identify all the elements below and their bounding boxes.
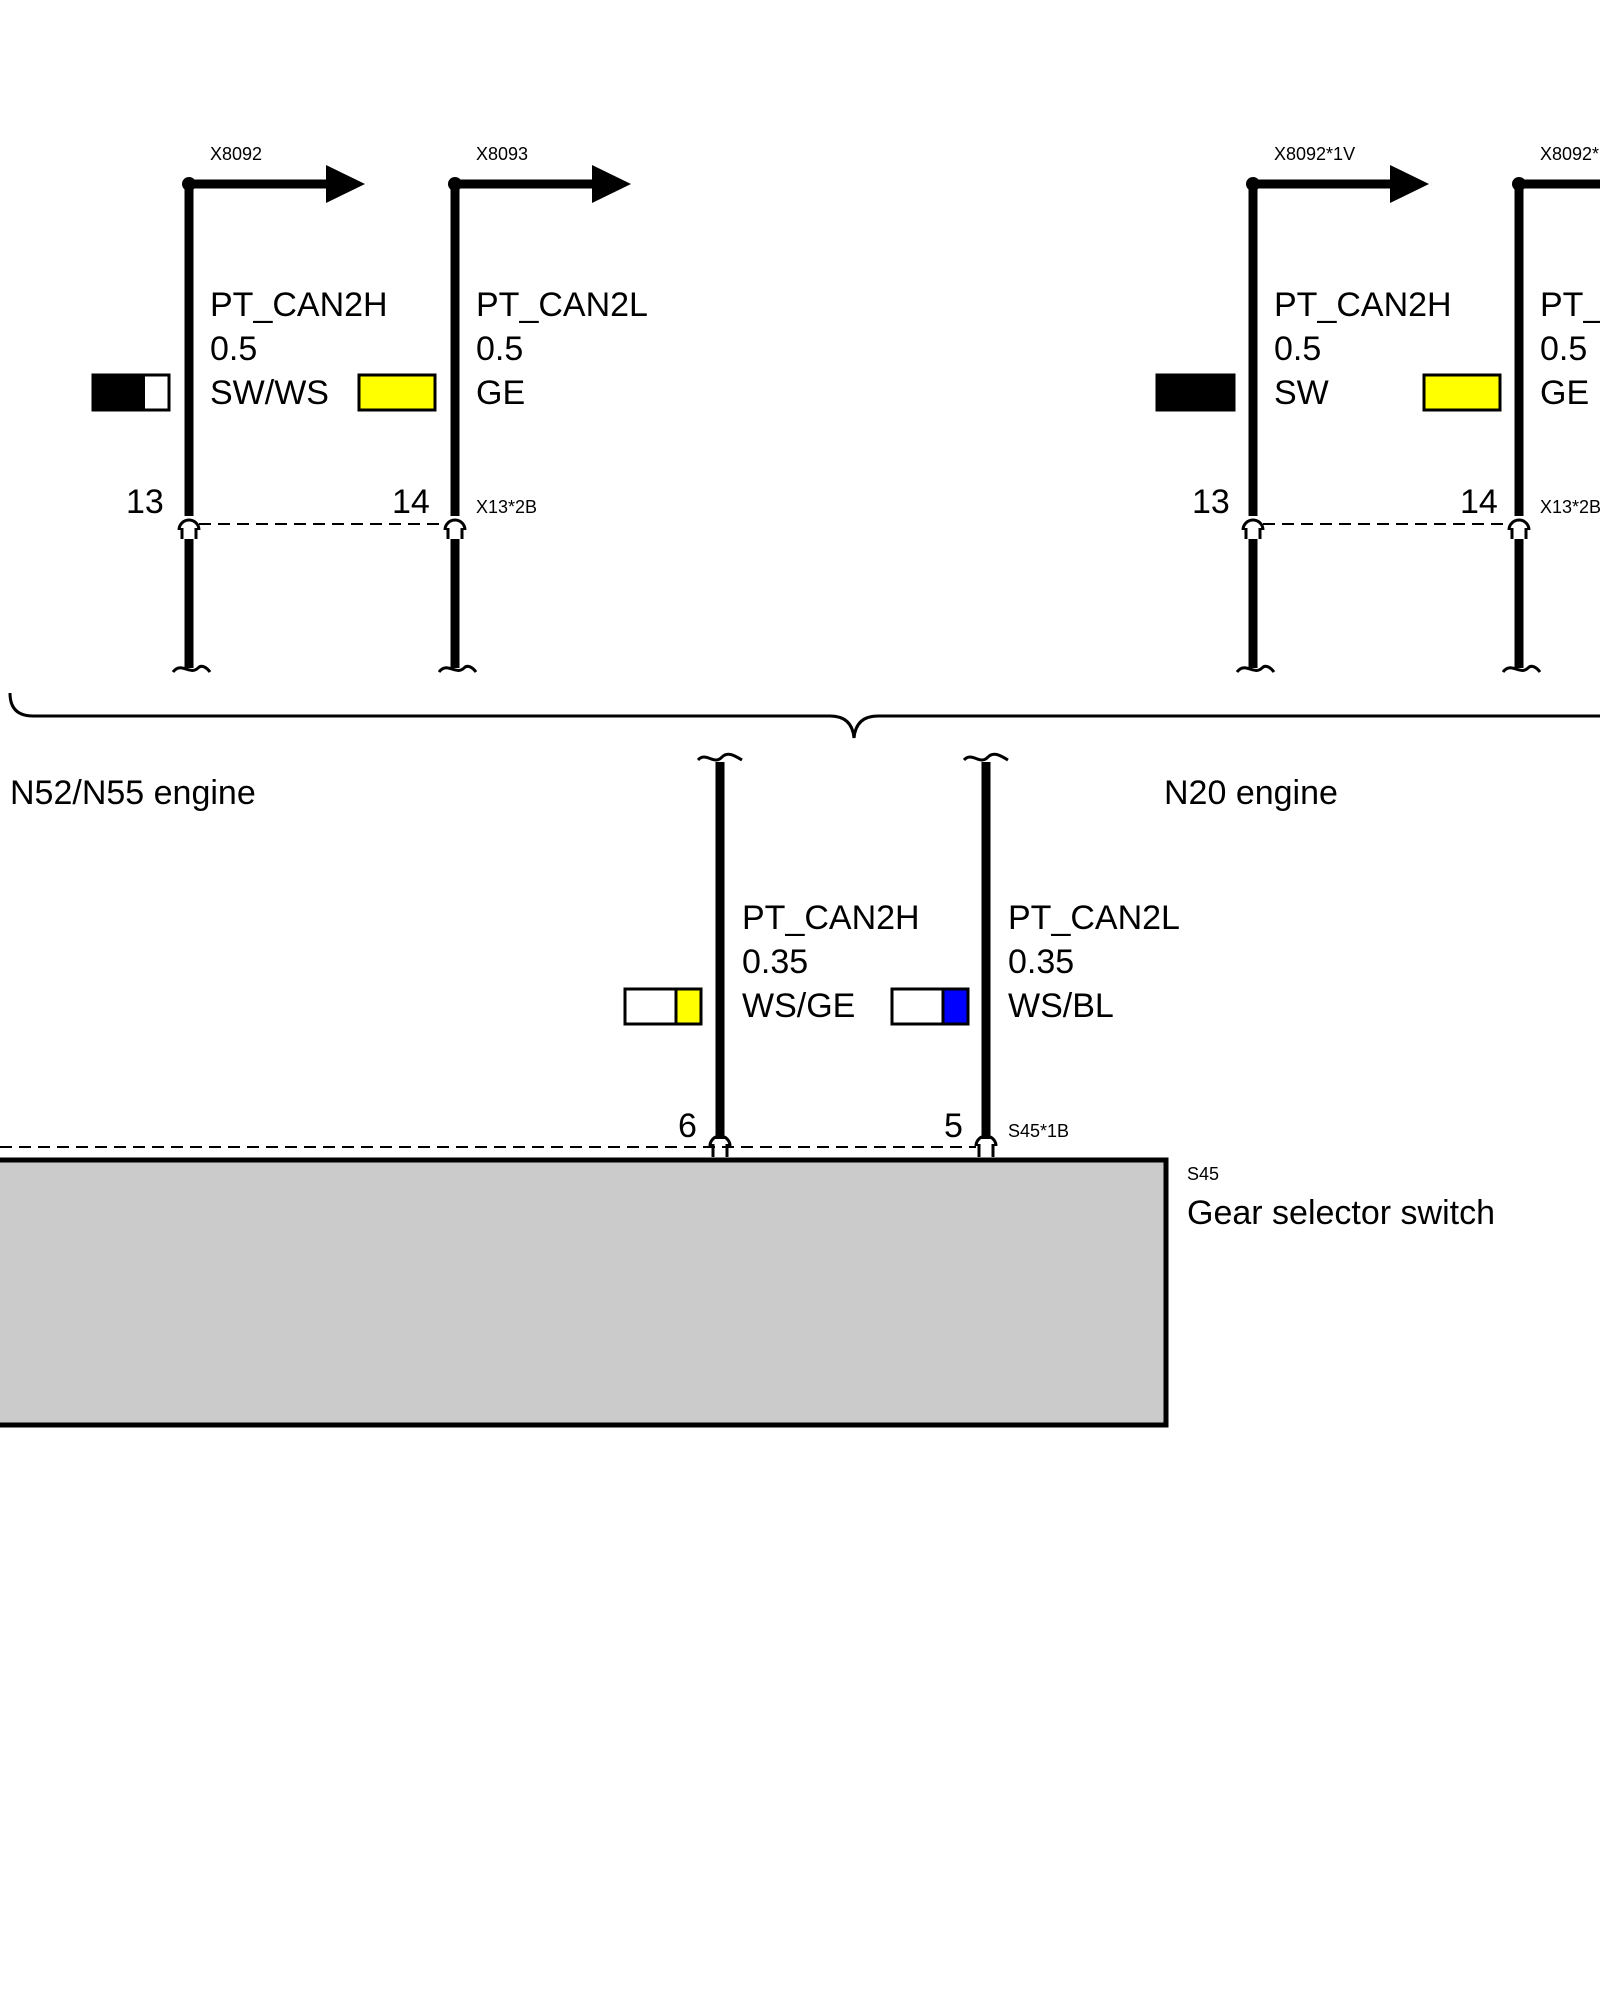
wire-size: 0.5 [1274, 330, 1321, 368]
arrow-right-icon [326, 165, 365, 203]
connector-label: X8092 [210, 144, 262, 164]
plug-label: X13*2B [1540, 497, 1600, 517]
signal-name: PT_CAN2L [1008, 899, 1180, 937]
pin-symbol [708, 1134, 732, 1147]
arrow-right-icon [1390, 165, 1429, 203]
component-name: Gear selector switch [1187, 1194, 1495, 1232]
pin-symbol [1507, 518, 1531, 531]
variant-brace [8, 692, 1600, 739]
wire-break-symbol [1501, 664, 1542, 674]
wire-size: 0.5 [210, 330, 257, 368]
wire-break-symbol [1235, 664, 1276, 674]
wire-size: 0.5 [1540, 330, 1587, 368]
pin-number: 5 [944, 1107, 963, 1145]
arrow-right-icon [592, 165, 631, 203]
pin-number: 13 [1192, 483, 1230, 521]
wire-break-symbol [437, 664, 478, 674]
wire-size: 0.5 [476, 330, 523, 368]
pin-number: 6 [678, 1107, 697, 1145]
component-code: S45 [1187, 1164, 1219, 1184]
wire-group-n52-can2l: X8093 PT_CAN2L 0.5 GE 14 X13*2B [357, 144, 648, 674]
pin-symbol [443, 518, 467, 531]
signal-name: PT_CAN2L [476, 286, 648, 324]
pin-symbol [1241, 518, 1265, 531]
wire-size: 0.35 [742, 943, 808, 981]
signal-name: PT_CAN2H [742, 899, 920, 937]
pin-symbol [177, 518, 201, 531]
wire-color-code: GE [1540, 374, 1589, 412]
pin-symbol [974, 1134, 998, 1147]
gear-selector-switch-component [0, 1157, 1169, 1428]
connector-label: X8092*1V [1274, 144, 1355, 164]
connector-label: X8092* [1540, 144, 1599, 164]
wire-color-code: WS/GE [742, 987, 855, 1025]
wire-group-s45-can2h: PT_CAN2H 0.35 WS/GE 6 [623, 752, 920, 1157]
wire-group-n20-can2h: X8092*1V PT_CAN2H 0.5 SW 13 [1155, 144, 1452, 674]
wire-break-symbol [696, 752, 743, 762]
connector-label: X8093 [476, 144, 528, 164]
wire-color-swatch [1155, 373, 1236, 412]
wire-color-swatch [1422, 373, 1502, 412]
signal-name: PT_CAN2H [210, 286, 388, 324]
wire-size: 0.35 [1008, 943, 1074, 981]
wire-color-swatch [890, 987, 970, 1026]
signal-name: PT_CAN2H [1274, 286, 1452, 324]
wire-break-symbol [962, 752, 1009, 762]
wire-break-symbol [171, 664, 212, 674]
pin-number: 14 [392, 483, 430, 521]
wire-color-code: SW [1274, 374, 1329, 412]
wire-color-code: SW/WS [210, 374, 329, 412]
wire-group-s45-can2l: PT_CAN2L 0.35 WS/BL 5 S45*1B [890, 752, 1180, 1157]
wire-color-swatch [91, 373, 171, 412]
wire-group-n20-can2l: X8092* PT_ 0.5 GE 14 X13*2B [1422, 144, 1600, 674]
plug-label: X13*2B [476, 497, 537, 517]
wire-color-code: GE [476, 374, 525, 412]
variant-label-right: N20 engine [1164, 774, 1338, 812]
wire-color-swatch [623, 987, 703, 1026]
variant-label-left: N52/N55 engine [10, 774, 256, 812]
wire-color-code: WS/BL [1008, 987, 1114, 1025]
plug-label: S45*1B [1008, 1121, 1069, 1141]
signal-name: PT_ [1540, 286, 1600, 324]
pin-number: 13 [126, 483, 164, 521]
wire-group-n52-can2h: X8092 PT_CAN2H 0.5 SW/WS 13 [91, 144, 388, 674]
pin-number: 14 [1460, 483, 1498, 521]
wire-color-swatch [357, 373, 437, 412]
